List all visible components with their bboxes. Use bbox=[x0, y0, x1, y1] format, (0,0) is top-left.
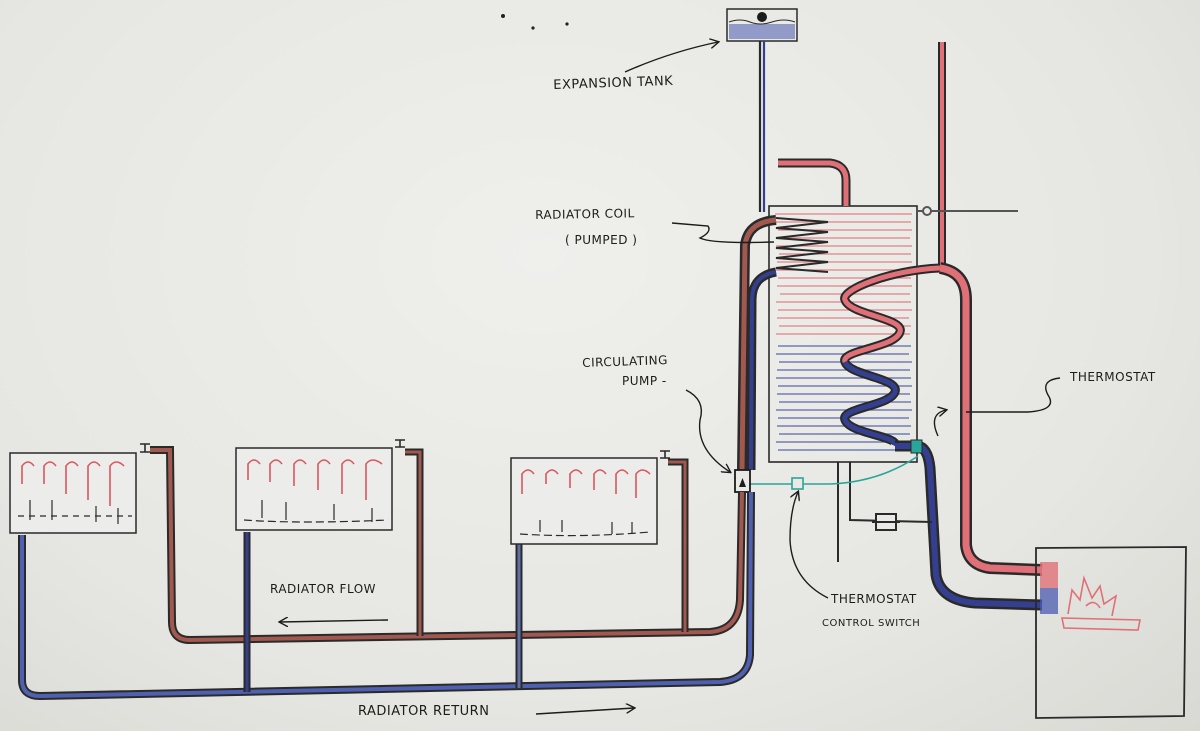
flame-icon bbox=[1061, 575, 1141, 631]
radiator-2 bbox=[235, 439, 405, 531]
ink-dots bbox=[501, 14, 569, 30]
radiator-coil-sublabel: ( PUMPED ) bbox=[565, 233, 638, 247]
radiator-coil bbox=[775, 217, 829, 273]
circulating-pump-label: CIRCULATING bbox=[582, 353, 669, 370]
circulating-pump-arrow bbox=[685, 389, 730, 472]
drain-valve bbox=[837, 462, 933, 562]
radiator-coil-pointer bbox=[671, 222, 775, 244]
thermostat-sensor-arrow bbox=[933, 410, 946, 437]
radiator-3 bbox=[510, 450, 670, 545]
expansion-tank bbox=[726, 8, 798, 42]
boiler-flow-pipe bbox=[938, 262, 1043, 576]
thermostat-label: THERMOSTAT bbox=[1070, 370, 1156, 384]
boiler-coil bbox=[840, 263, 941, 448]
radiator-flow-arrow bbox=[280, 620, 389, 622]
thermostat-switch-arrow bbox=[789, 492, 829, 599]
thermostat-switch-label: THERMOSTAT bbox=[831, 592, 917, 606]
radiator-flow-label: RADIATOR FLOW bbox=[270, 582, 377, 596]
radiator-return-pipe bbox=[18, 491, 755, 701]
thermostat-switch-sublabel: CONTROL SWITCH bbox=[822, 618, 921, 629]
circulating-pump-sublabel: PUMP - bbox=[622, 374, 667, 388]
boiler bbox=[1035, 546, 1187, 719]
cold-feed-pipe bbox=[917, 206, 1018, 216]
thermostat-pointer bbox=[966, 377, 1061, 413]
radiator-return-arrow bbox=[535, 708, 634, 715]
thermostat-wire bbox=[746, 455, 919, 490]
expansion-tank-pipe bbox=[758, 41, 766, 212]
pump-flow-pipe bbox=[737, 215, 777, 471]
circulating-pump-icon bbox=[734, 469, 751, 493]
expansion-tank-arrow bbox=[624, 42, 718, 73]
radiator-return-label: RADIATOR RETURN bbox=[358, 704, 490, 719]
annotation-arrows bbox=[280, 42, 1061, 715]
radiator-coil-label: RADIATOR COIL bbox=[535, 206, 635, 222]
radiator-flow-pipe bbox=[150, 446, 746, 645]
thermostat-sensor bbox=[910, 439, 923, 454]
radiator-1 bbox=[9, 443, 150, 534]
hot-water-outlet-pipe bbox=[778, 158, 851, 206]
